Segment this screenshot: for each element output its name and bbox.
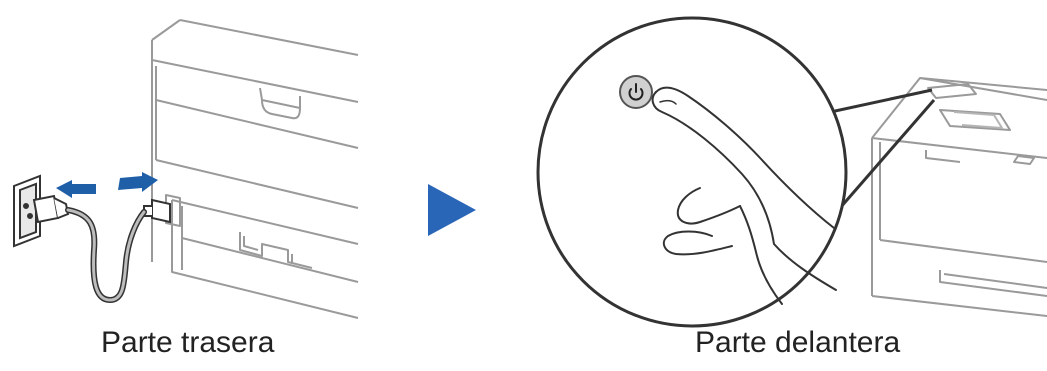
wall-plug [32, 194, 70, 224]
wall-outlet [13, 174, 41, 248]
hand-icon [651, 86, 837, 305]
wall-arrow-icon [56, 180, 96, 198]
printer-plug [143, 198, 171, 224]
printer-front [871, 77, 1047, 317]
printer-rear [151, 19, 359, 319]
insert-arrows [56, 172, 158, 198]
printer-arrow-icon [118, 172, 158, 192]
power-cable [65, 207, 147, 304]
caption-front: Parte delantera [695, 326, 901, 359]
caption-rear: Parte trasera [101, 326, 275, 359]
power-button [619, 75, 653, 109]
zoom-callout [536, 16, 848, 328]
play-triangle-icon [428, 184, 476, 236]
power-icon [628, 83, 644, 101]
